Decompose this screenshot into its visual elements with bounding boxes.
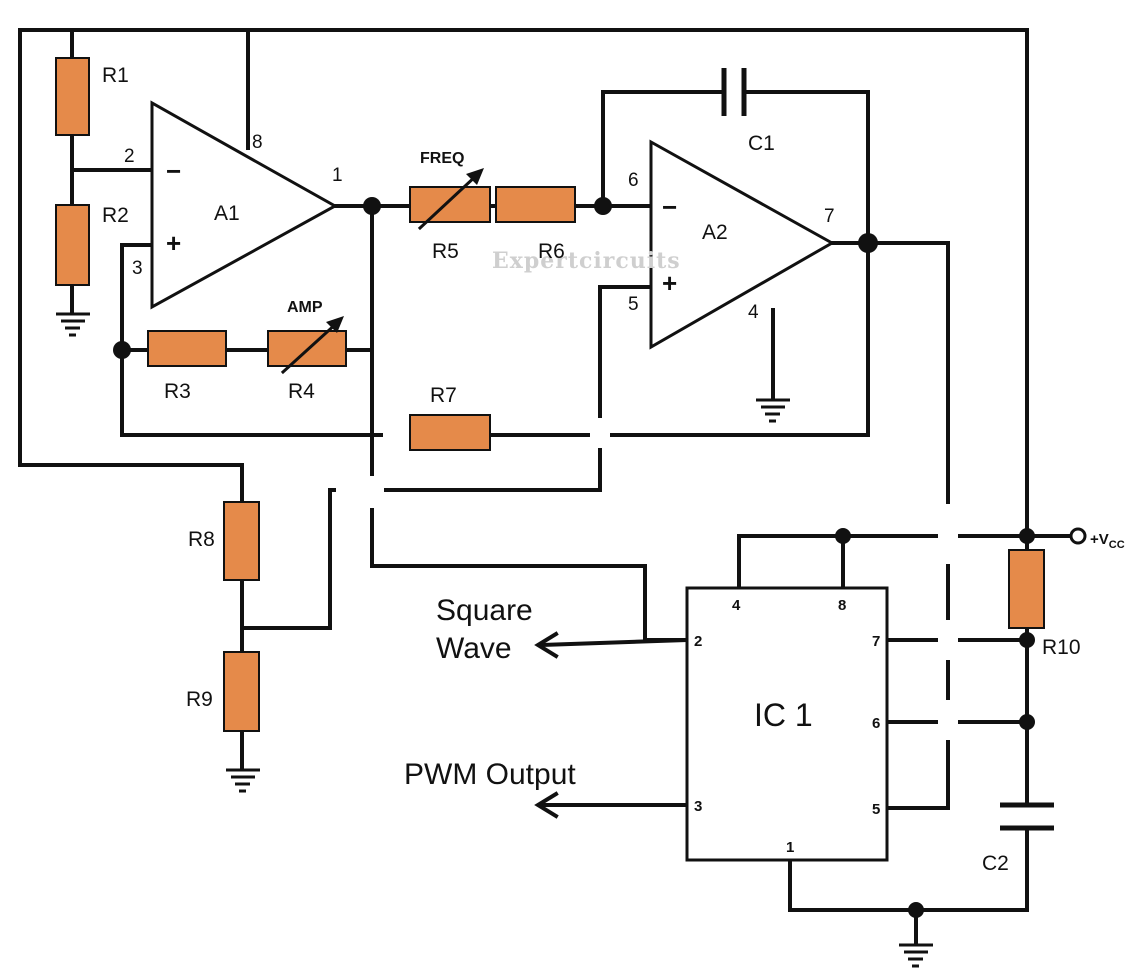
- label-r6: R6: [538, 240, 565, 263]
- label-amp: AMP: [287, 299, 323, 316]
- opamp-a1-pin2: 2: [124, 146, 135, 167]
- label-c1: C1: [748, 132, 775, 155]
- label-freq: FREQ: [420, 150, 464, 167]
- junction-dots: [113, 197, 1035, 918]
- opamp-a2-pin5: 5: [628, 294, 639, 315]
- resistor-r9: [223, 651, 260, 732]
- ground-icon: [899, 943, 933, 968]
- label-r5: R5: [432, 240, 459, 263]
- opamp-a1-pin3: 3: [132, 258, 143, 279]
- ic1-pin1: 1: [786, 839, 794, 856]
- pwm-output-label: PWM Output: [404, 758, 576, 791]
- capacitor-c2: [1000, 802, 1054, 831]
- opamp-a2-plus: +: [662, 268, 677, 298]
- ic1-pin3: 3: [694, 798, 702, 815]
- crossing-gaps: [336, 418, 958, 740]
- square-wave-label-line1: Square: [436, 594, 533, 627]
- resistor-r5: [409, 186, 491, 223]
- label-r8: R8: [188, 528, 215, 551]
- pwm-arrow-icon: [534, 791, 559, 819]
- ic1-pin6: 6: [872, 715, 880, 732]
- opamp-a1: [150, 100, 339, 310]
- square-wave-label-line2: Wave: [436, 632, 512, 665]
- square-arrow-icon: [534, 631, 559, 659]
- ic1-pin7: 7: [872, 633, 880, 650]
- ground-icon: [56, 312, 90, 337]
- resistor-r3: [147, 330, 227, 367]
- amp-pot-arrow-icon: [280, 316, 344, 375]
- opamp-a2-pin6: 6: [628, 170, 639, 191]
- ground-icon: [226, 768, 260, 793]
- ic1-pin5: 5: [872, 801, 880, 818]
- vcc-terminal: [1069, 527, 1087, 545]
- opamp-a2-name: A2: [702, 221, 728, 244]
- label-r7: R7: [430, 384, 457, 407]
- label-c2: C2: [982, 852, 1009, 875]
- label-r10: R10: [1042, 636, 1081, 659]
- opamp-a1-plus: +: [166, 228, 181, 258]
- resistor-r10: [1008, 549, 1045, 629]
- ic1-body: [685, 586, 889, 862]
- capacitor-c1: [721, 68, 747, 116]
- resistor-r1: [55, 57, 90, 136]
- ic1-name: IC 1: [754, 697, 813, 733]
- opamp-a2-pin7: 7: [824, 206, 835, 227]
- opamp-a1-name: A1: [214, 202, 240, 225]
- ground-icon: [756, 398, 790, 423]
- opamp-a1-minus: −: [166, 156, 181, 186]
- vcc-label: +VCC: [1090, 531, 1125, 551]
- opamp-a2-pin4: 4: [748, 302, 759, 323]
- opamp-a2: [649, 139, 836, 350]
- resistor-r2: [55, 204, 90, 286]
- label-r3: R3: [164, 380, 191, 403]
- ic1-pin8: 8: [838, 597, 846, 614]
- freq-pot-arrow-icon: [417, 168, 484, 231]
- watermark: Expertcircuits: [492, 248, 681, 274]
- ic1-pin2: 2: [694, 633, 702, 650]
- ic1-pin4: 4: [732, 597, 741, 614]
- resistor-r8: [223, 501, 260, 581]
- label-r4: R4: [288, 380, 315, 403]
- resistor-r6: [495, 186, 576, 223]
- opamp-a1-pin1: 1: [332, 165, 343, 186]
- opamp-a2-minus: −: [662, 192, 677, 222]
- opamp-a1-pin8: 8: [252, 132, 263, 153]
- label-r2: R2: [102, 204, 129, 227]
- label-r9: R9: [186, 688, 213, 711]
- resistor-r7: [409, 414, 491, 451]
- label-r1: R1: [102, 64, 129, 87]
